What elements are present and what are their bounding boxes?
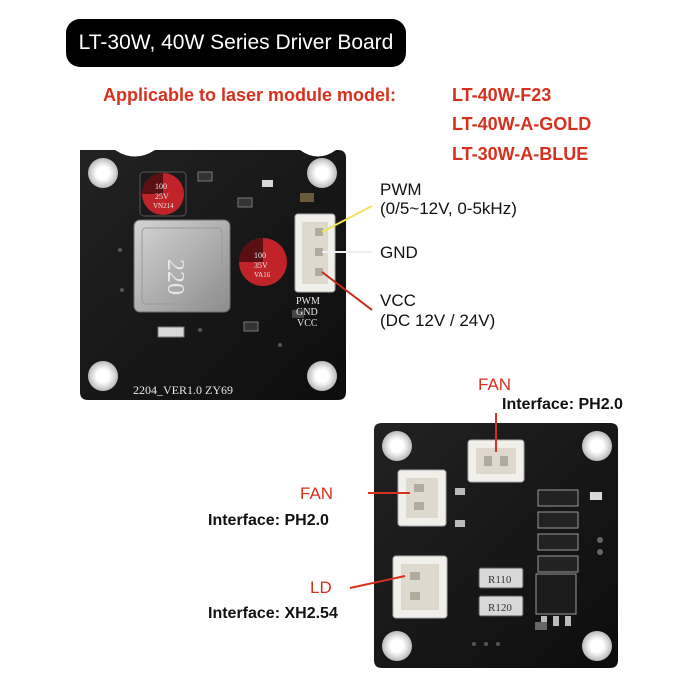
label-vcc-spec: (DC 12V / 24V) <box>380 311 496 330</box>
cap2-line1: 100 <box>254 251 266 260</box>
label-fan-left-interface: Interface: PH2.0 <box>208 512 329 529</box>
front-board: 100 25V VN214 220 100 35V VA16 PWM GND <box>80 150 346 400</box>
cap2-line3: VA16 <box>254 271 271 279</box>
ld-leader <box>349 575 406 589</box>
inductor <box>133 219 231 313</box>
r120-label: R120 <box>488 602 512 614</box>
vcc-wire <box>321 271 373 311</box>
model-1: LT-40W-F23 <box>452 85 552 105</box>
label-gnd: GND <box>380 243 418 262</box>
label-pwm-spec: (0/5~12V, 0-5kHz) <box>380 199 517 218</box>
cap1-line2: 25V <box>155 192 169 201</box>
label-ld: LD <box>310 578 332 597</box>
mosfet <box>535 573 577 615</box>
model-2: LT-40W-A-GOLD <box>452 114 592 134</box>
label-fan-left: FAN <box>300 484 334 503</box>
label-ld-interface: Interface: XH2.54 <box>208 605 338 622</box>
resistor-r120 <box>478 595 524 617</box>
board-code: 2204_VER1.0 ZY69 <box>133 383 233 397</box>
label-vcc: VCC <box>380 291 416 310</box>
label-fan-top: FAN <box>478 375 512 394</box>
pin-gnd: GND <box>296 307 318 318</box>
page-title: LT-30W, 40W Series Driver Board <box>66 19 406 67</box>
inductor-label: 220 <box>162 259 188 295</box>
model-3: LT-30W-A-BLUE <box>452 144 589 164</box>
resistor-r110 <box>478 567 524 589</box>
pin-pwm: PWM <box>296 296 320 307</box>
pwm-wire <box>321 205 373 233</box>
applicable-prefix: Applicable to laser module model: <box>103 85 397 105</box>
cap2-line2: 35V <box>254 261 268 270</box>
label-pwm: PWM <box>380 180 422 199</box>
cap1-line1: 100 <box>155 182 167 191</box>
cap1-line3: VN214 <box>153 202 174 210</box>
pin-vcc: VCC <box>297 318 318 329</box>
label-fan-top-interface: Interface: PH2.0 <box>502 396 623 413</box>
r110-label: R110 <box>488 574 512 586</box>
back-board: R110 R120 <box>374 423 618 668</box>
